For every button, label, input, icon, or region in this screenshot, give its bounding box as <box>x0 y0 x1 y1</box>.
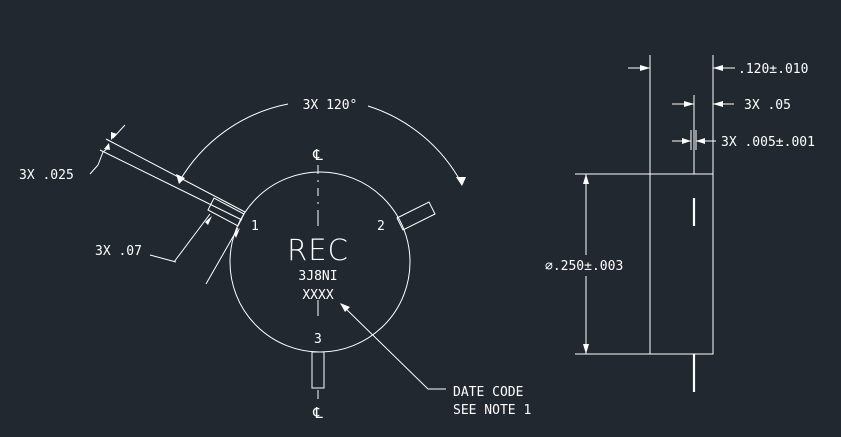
pin-thickness-dimension <box>672 138 716 144</box>
pin-1-number: 1 <box>251 219 259 234</box>
diameter-label: ⌀.250±.003 <box>545 259 623 274</box>
pin-2-number: 2 <box>377 219 385 234</box>
pin-3 <box>311 351 325 389</box>
thickness-label: .120±.010 <box>738 62 808 77</box>
pin-1 <box>99 138 246 227</box>
centerline-bottom-symbol: ℄ <box>312 404 323 422</box>
side-view: .120±.010 3X .05 3X .005±.001 ⌀.250±.003 <box>545 55 815 392</box>
pin-width-dimension <box>89 124 126 175</box>
date-code-marking: XXXX <box>302 288 333 303</box>
front-view: ℄ ℄ 1 2 3 REC 3J8NI XXXX 3X 120 <box>19 98 466 422</box>
side-body <box>649 173 714 355</box>
pin-2 <box>396 201 436 231</box>
centerline-top-symbol: ℄ <box>312 146 323 164</box>
angle-dimension-label: 3X 120° <box>303 98 358 113</box>
pin-width-label: 3X .025 <box>19 168 74 183</box>
part-number-marking: 3J8NI <box>298 269 337 284</box>
thickness-dimension <box>628 65 735 71</box>
note-line-1: DATE CODE <box>453 385 523 400</box>
note-line-2: SEE NOTE 1 <box>453 403 531 418</box>
pin-offset-dimension <box>672 101 734 107</box>
brand-marking: REC <box>287 233 349 267</box>
pin-thickness-label: 3X .005±.001 <box>721 135 815 150</box>
pin-length-label: 3X .07 <box>95 244 142 259</box>
pin-length-dimension <box>149 213 240 285</box>
pin-offset-label: 3X .05 <box>744 98 791 113</box>
date-code-leader <box>340 303 446 390</box>
diameter-dimension <box>575 173 650 355</box>
angle-dimension <box>176 103 466 186</box>
pin-3-number: 3 <box>314 332 322 347</box>
